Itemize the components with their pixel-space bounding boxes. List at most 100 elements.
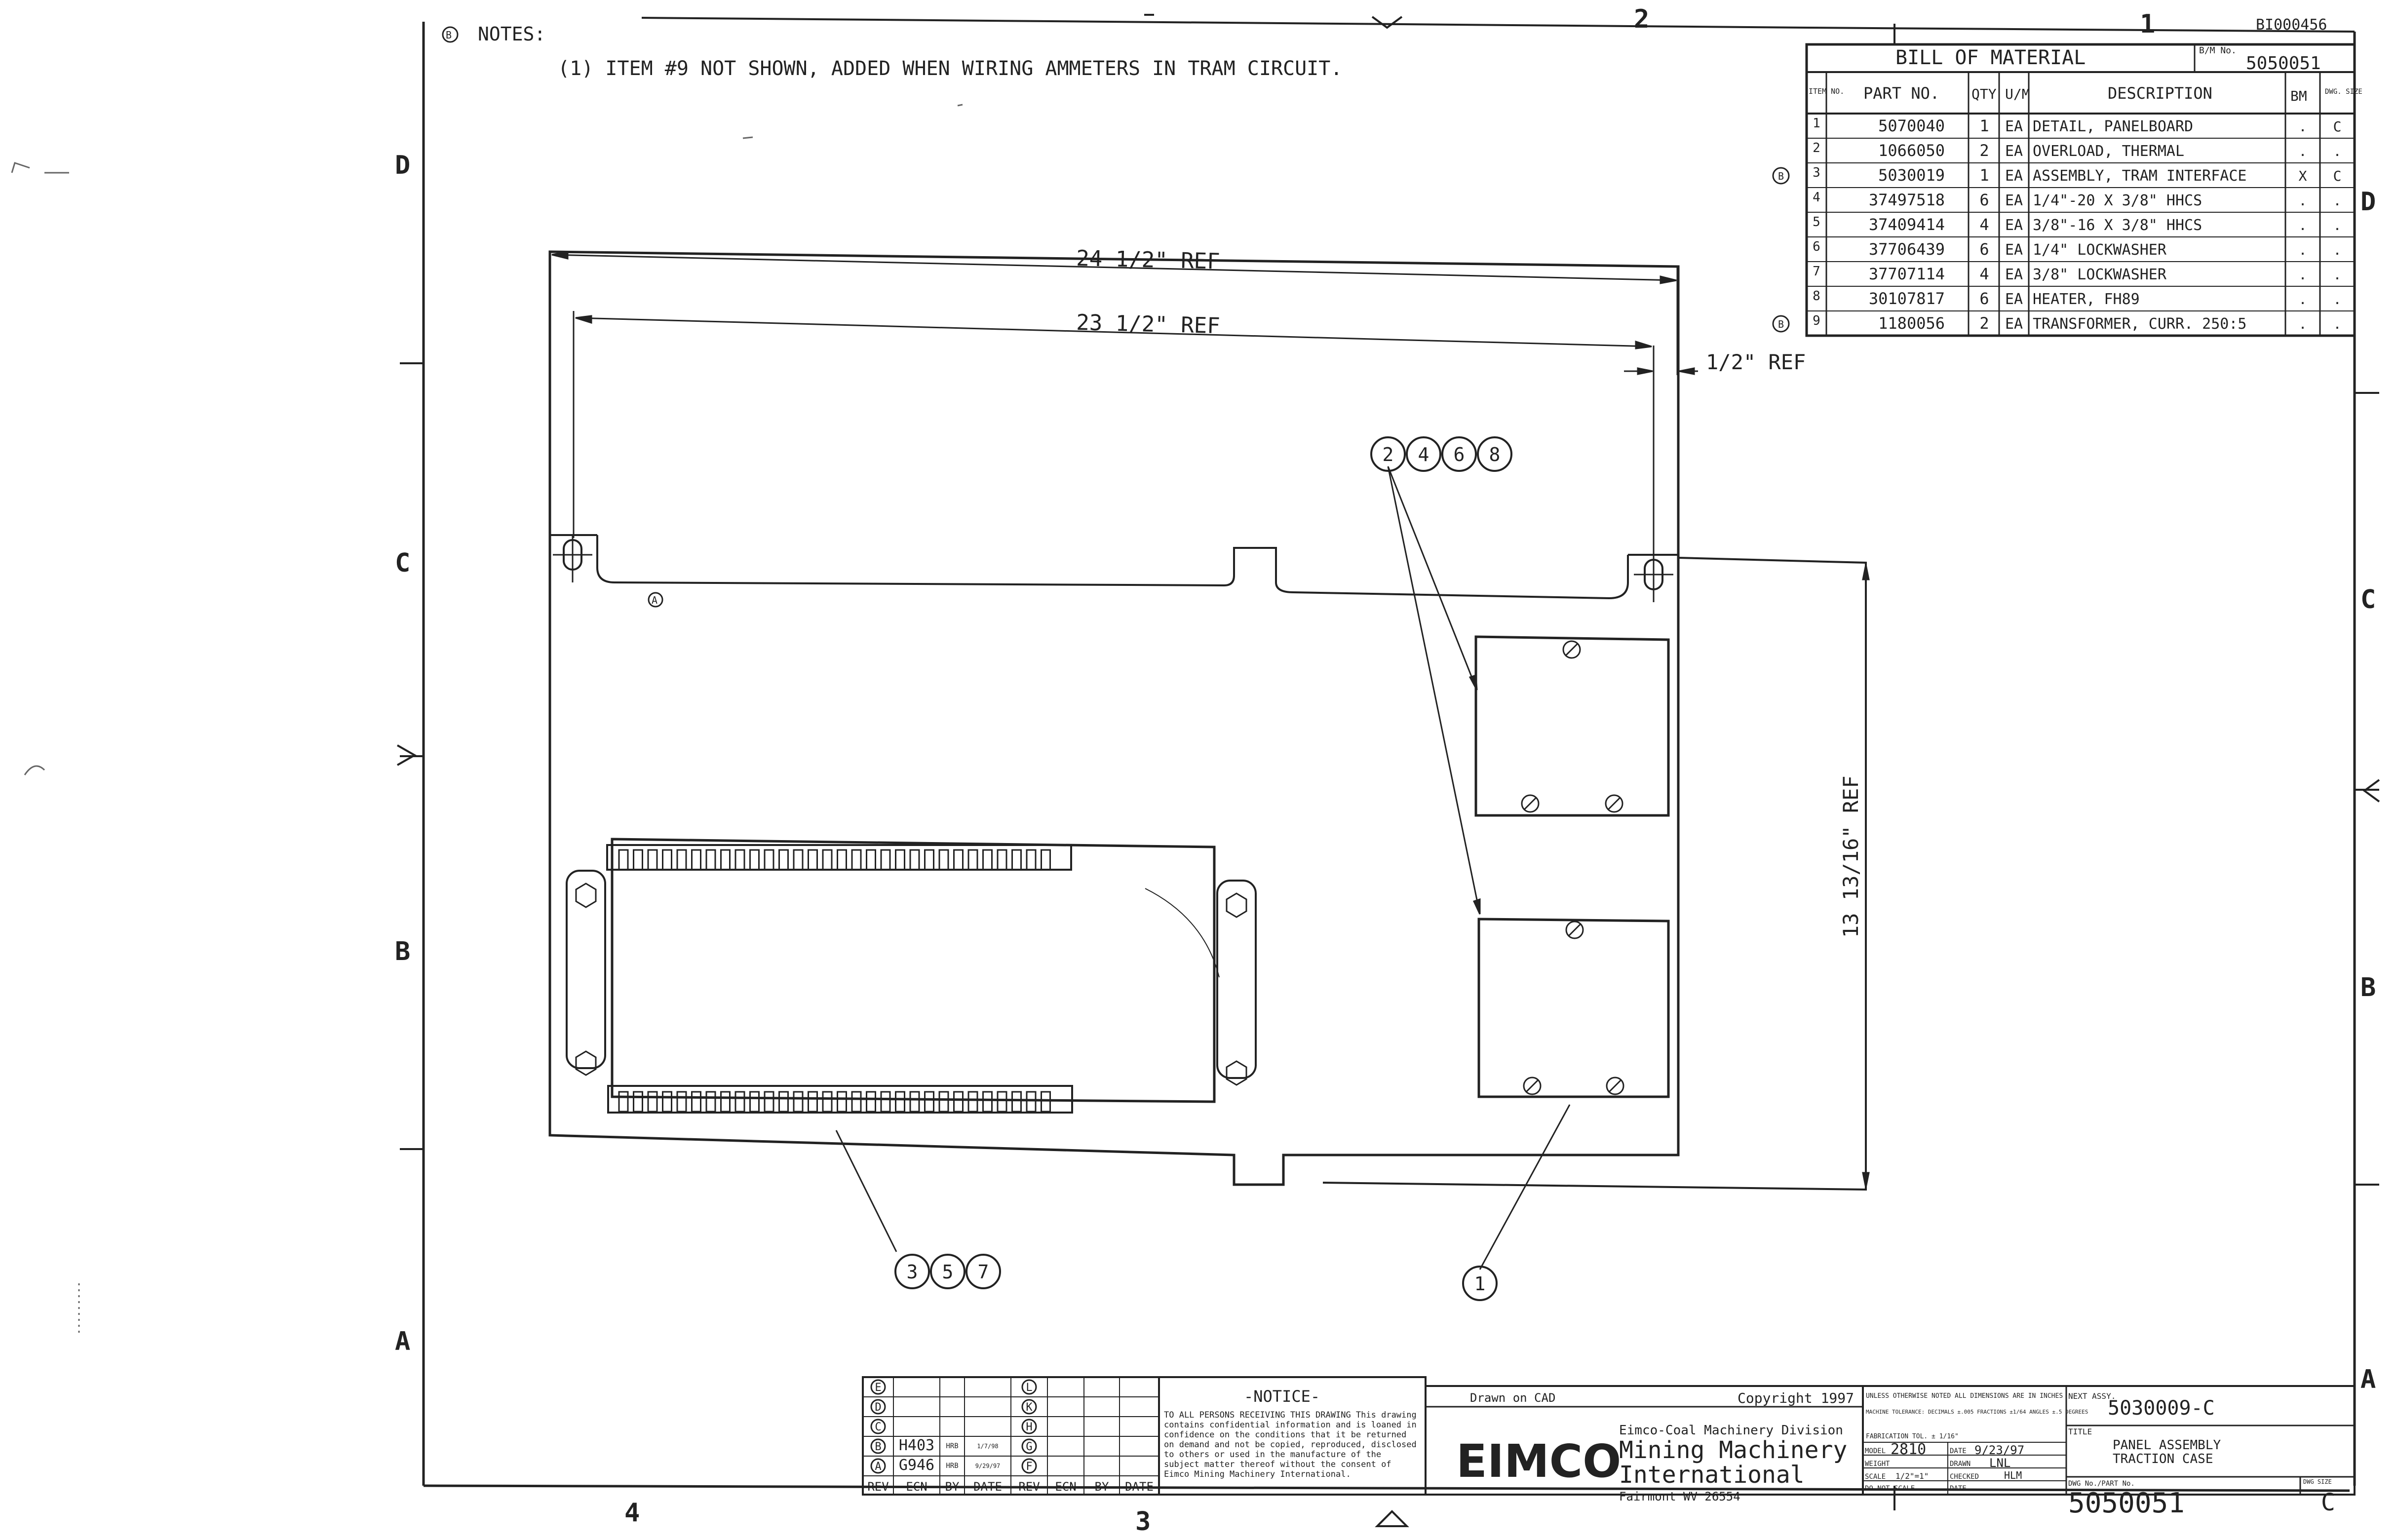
terminal bbox=[909, 849, 920, 871]
bom-header-desc: DESCRIPTION bbox=[2108, 84, 2212, 103]
bom-dwg-size: C bbox=[2333, 168, 2342, 184]
bom-dwg-size: . bbox=[2333, 291, 2342, 308]
panelboard-cutout-line bbox=[596, 535, 1629, 600]
callout-bubble: 1 bbox=[1462, 1266, 1498, 1301]
notes-section: B NOTES: (1) ITEM #9 NOT SHOWN, ADDED WH… bbox=[442, 23, 1342, 80]
notice-block: -NOTICE- TO ALL PERSONS RECEIVING THIS D… bbox=[1158, 1376, 1427, 1496]
bom-qty: 1 bbox=[1979, 166, 1989, 185]
dim-inner-width: 23 1/2" REF bbox=[1076, 310, 1221, 339]
bom-part-no: 1066050 bbox=[1878, 141, 1945, 160]
centering-marks bbox=[397, 16, 2380, 1527]
rev-letter-right: F bbox=[1026, 1461, 1032, 1473]
bom-description: TRANSFORMER, CURR. 250:5 bbox=[2033, 315, 2246, 333]
sheet-frame bbox=[422, 17, 2356, 1492]
revision-grid bbox=[863, 1377, 1159, 1495]
bom-header-size: DWG. SIZE bbox=[2325, 88, 2362, 96]
bom-dwg-size: . bbox=[2333, 267, 2342, 283]
title-block: UNLESS OTHERWISE NOTED ALL DIMENSIONS AR… bbox=[1862, 1385, 2356, 1519]
terminal bbox=[618, 849, 629, 871]
bom-part-no: 37497518 bbox=[1869, 191, 1945, 209]
rev-letter-left: B bbox=[875, 1441, 881, 1453]
bill-of-material: BILL OF MATERIAL B/M No. 5050051 ITEM NO… bbox=[1772, 43, 2362, 337]
dimensions bbox=[549, 251, 1870, 1190]
copyright: Copyright 1997 bbox=[1738, 1390, 1854, 1406]
bom-revision-letter: B bbox=[1778, 170, 1784, 182]
terminal bbox=[982, 1091, 993, 1113]
terminal bbox=[1011, 1091, 1022, 1113]
bom-part-no: 37409414 bbox=[1869, 215, 1945, 234]
terminal bbox=[997, 1091, 1007, 1113]
terminal bbox=[1026, 1091, 1037, 1113]
bom-item-no: 1 bbox=[1813, 116, 1820, 131]
terminal bbox=[851, 1091, 862, 1113]
terminal bbox=[1041, 1091, 1051, 1113]
callout-bubble: 8 bbox=[1477, 436, 1512, 472]
terminal bbox=[938, 849, 949, 871]
rev-date: 1/7/98 bbox=[977, 1443, 998, 1450]
rev-header: DATE bbox=[1125, 1480, 1154, 1494]
rev-letter-right: H bbox=[1026, 1421, 1032, 1433]
panel-mark-letter: A bbox=[652, 594, 657, 606]
rev-letter-right: K bbox=[1026, 1401, 1033, 1414]
bom-dwg-size: . bbox=[2333, 192, 2342, 209]
terminal bbox=[938, 1091, 949, 1113]
terminal bbox=[967, 849, 978, 871]
rev-letter-circle bbox=[870, 1399, 886, 1415]
bom-um: EA bbox=[2005, 192, 2023, 209]
rev-header: BY bbox=[945, 1480, 960, 1494]
panelboard: A bbox=[548, 250, 1867, 1191]
note-revision-marker bbox=[442, 26, 459, 43]
bom-number: 5050051 bbox=[2246, 53, 2321, 74]
tram-interface-assembly bbox=[566, 838, 1257, 1114]
terminal bbox=[618, 1091, 629, 1113]
panel-mark-circle bbox=[648, 592, 663, 608]
dim-height: 13 13/16" REF bbox=[1839, 775, 1863, 938]
bom-dwg-size: . bbox=[2333, 316, 2342, 332]
bom-qty: 6 bbox=[1979, 191, 1989, 209]
weight-label: WEIGHT bbox=[1865, 1460, 1890, 1468]
rev-letter-left: A bbox=[875, 1461, 881, 1473]
terminal bbox=[778, 849, 789, 871]
bom-um: EA bbox=[2005, 217, 2023, 234]
terminal bbox=[764, 1091, 774, 1113]
note-revision-letter: B bbox=[446, 29, 452, 41]
title-line-1: PANEL ASSEMBLY bbox=[2113, 1438, 2221, 1453]
bom-um: EA bbox=[2005, 266, 2023, 283]
callout-number: 6 bbox=[1454, 444, 1465, 465]
model-label: MODEL bbox=[1865, 1447, 1886, 1455]
terminal bbox=[691, 849, 701, 871]
drawn-label: DRAWN bbox=[1950, 1460, 1970, 1468]
bom-bm: . bbox=[2299, 118, 2307, 135]
notice-body: TO ALL PERSONS RECEIVING THIS DRAWING Th… bbox=[1164, 1410, 1422, 1479]
terminal bbox=[895, 849, 905, 871]
terminal bbox=[720, 849, 731, 871]
zone-row-b-right: B bbox=[2360, 973, 2376, 1002]
bom-qty: 1 bbox=[1979, 116, 1989, 135]
bom-revision-marker bbox=[1772, 315, 1790, 333]
bom-columns bbox=[1825, 72, 2321, 336]
terminal bbox=[808, 849, 818, 871]
callout-number: 8 bbox=[1489, 444, 1501, 465]
bom-header-part: PART NO. bbox=[1863, 84, 1939, 103]
callout-number: 7 bbox=[978, 1261, 989, 1283]
terminal bbox=[822, 849, 833, 871]
zone-column-2: 2 bbox=[1634, 4, 1649, 34]
terminal bbox=[1041, 849, 1051, 871]
drawn-on-cad: Drawn on CAD bbox=[1470, 1391, 1555, 1405]
dim-overall-width: 24 1/2" REF bbox=[1076, 246, 1220, 274]
bom-description: OVERLOAD, THERMAL bbox=[2033, 143, 2184, 160]
bom-item-no: 3 bbox=[1813, 165, 1820, 180]
tolerance-fabrication: FABRICATION TOL. ± 1/16" bbox=[1866, 1433, 1959, 1440]
bom-qty: 6 bbox=[1979, 240, 1989, 259]
notice-title: -NOTICE- bbox=[1244, 1387, 1320, 1406]
